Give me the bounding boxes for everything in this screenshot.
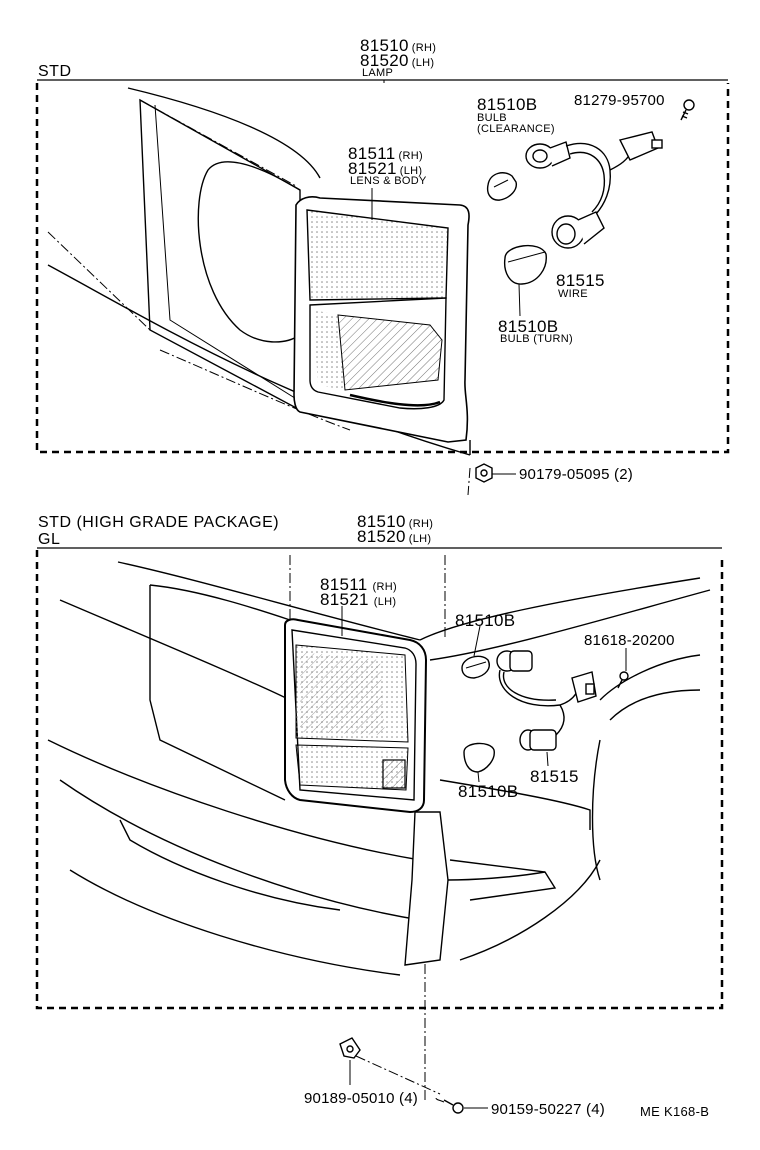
hg-lens-rh-number: 81511 (RH) (320, 576, 397, 593)
hg-clip-label: 90189-05010 (4) (304, 1091, 418, 1106)
hg-lamp-rh-number: 81510(RH) (357, 513, 433, 530)
std-lens-lh-suffix: (LH) (399, 165, 423, 177)
std-lamp-lh-number: 81520(LH) (360, 52, 434, 69)
hg-section-frame (35, 550, 724, 1010)
std-lamp-housing (293, 196, 470, 443)
hg-screw-pn: 81618-20200 (584, 632, 675, 649)
hg-upper-socket-icon (496, 650, 533, 672)
std-lamp-lh-pn: 81520 (360, 51, 409, 70)
hg-upper-bulb-pn: 81510B (455, 611, 516, 630)
std-lens-rh-pn: 81511 (348, 144, 396, 163)
std-connector-icon (618, 131, 663, 161)
std-lens-rh-number: 81511(RH) (348, 145, 423, 162)
std-turn-bulb-pn: 81510B (498, 317, 559, 336)
std-screw-pn: 81279-95700 (574, 92, 665, 109)
std-wire-name: WIRE (558, 288, 588, 300)
hg-clip-pn: 90189-05010 (304, 1090, 395, 1107)
hg-clip-qty: (4) (399, 1090, 418, 1107)
std-lens-rh-suffix: (RH) (398, 150, 423, 162)
std-nut-qty: (2) (614, 466, 633, 483)
hg-lamp-lh-pn: 81520 (357, 527, 406, 546)
std-lamp-rh-pn: 81510 (360, 36, 409, 55)
std-clearance-bulb-icon (486, 172, 517, 201)
std-lens-name: LENS & BODY (350, 175, 427, 187)
hg-clip-icon (339, 1037, 361, 1059)
hg-wire-leader (546, 751, 549, 767)
std-screw-icon (680, 99, 695, 121)
hg-body-panel (47, 561, 711, 976)
hg-lens-rh-pn: 81511 (320, 575, 368, 594)
hg-lower-bulb-pn: 81510B (458, 782, 519, 801)
hg-lower-screw-label: 90159-50227 (4) (491, 1102, 605, 1117)
std-wire-pn: 81515 (556, 271, 605, 290)
hg-lower-socket-icon (519, 729, 557, 751)
std-section-title: STD (38, 63, 72, 80)
hg-section-title: STD (HIGH GRADE PACKAGE) (38, 514, 280, 531)
hg-lamp-rh-pn: 81510 (357, 512, 406, 531)
hg-lens-lh-number: 81521 (LH) (320, 591, 396, 608)
hg-lamp-lh-number: 81520(LH) (357, 528, 431, 545)
std-nut-label: 90179-05095 (2) (519, 467, 633, 482)
std-clearance-socket-icon (525, 141, 571, 169)
std-lens-lh-pn: 81521 (348, 159, 397, 178)
hg-lens-lh-suffix: (LH) (373, 596, 397, 608)
hg-lower-screw-qty: (4) (586, 1101, 605, 1118)
std-lamp-name: LAMP (362, 67, 394, 79)
std-clearance-bulb-name1: BULB (477, 112, 507, 124)
hg-screw-icon (617, 671, 629, 689)
hg-lamp-lh-suffix: (LH) (408, 533, 432, 545)
std-wire-harness (565, 142, 633, 215)
hg-wire-harness (498, 669, 580, 736)
hg-connector-icon (571, 671, 597, 703)
std-turn-bulb-name: BULB (TURN) (500, 333, 573, 345)
hg-section-subtitle: GL (38, 531, 61, 548)
std-turn-socket-icon (551, 211, 605, 249)
std-turn-bulb-icon (503, 244, 547, 317)
hg-lower-bulb-icon (463, 742, 495, 783)
hg-lamp-housing (284, 618, 428, 814)
hg-wire-pn: 81515 (530, 767, 579, 786)
hg-lower-screw-icon (443, 1099, 464, 1114)
hg-lamp-rh-suffix: (RH) (408, 518, 434, 530)
std-lamp-rh-number: 81510(RH) (360, 37, 436, 54)
std-lamp-lh-suffix: (LH) (411, 57, 435, 69)
hg-lens-rh-suffix: (RH) (372, 581, 397, 593)
std-lens-lh-number: 81521(LH) (348, 160, 422, 177)
std-lamp-rh-suffix: (RH) (411, 42, 437, 54)
figure-code: ME K168-B (640, 1104, 710, 1119)
hg-upper-bulb-icon (461, 655, 490, 679)
std-clearance-bulb-pn: 81510B (477, 95, 538, 114)
std-clearance-bulb-name2: (CLEARANCE) (477, 123, 555, 135)
hg-upper-bulb-leader (473, 625, 481, 657)
std-section-frame (35, 83, 730, 454)
hg-bumper-corner (404, 811, 546, 966)
hg-lens-lh-pn: 81521 (320, 590, 369, 609)
hg-lower-screw-pn: 90159-50227 (491, 1101, 582, 1118)
std-nut-icon (475, 463, 493, 483)
std-nut-pn: 90179-05095 (519, 466, 610, 483)
std-body-dashdot-lines (47, 99, 471, 496)
